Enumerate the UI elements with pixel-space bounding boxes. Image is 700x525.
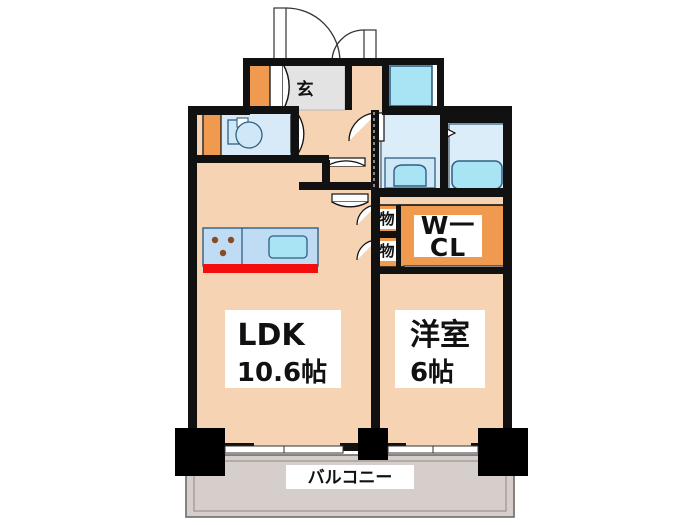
storage-upper-label-plate (374, 209, 400, 229)
bedroom-name-label: 洋室 (410, 318, 470, 353)
wall-corridor-stub (322, 160, 330, 188)
balcony-label-plate (286, 465, 414, 489)
ldk-door (326, 157, 366, 167)
washing-machine-space (389, 65, 433, 107)
storage-upper-label: 物 (379, 210, 394, 228)
wall-waterarea-bottom (371, 188, 504, 197)
toilet-storage-cabinet (202, 112, 222, 158)
wall-wcl-bottom (380, 267, 504, 274)
bedroom-label-plate (395, 310, 485, 388)
stove-burner-1 (211, 236, 219, 244)
balcony-area: バルコニー (185, 454, 515, 518)
wcl-label-line1: W一 (421, 211, 476, 240)
ldk-size-label: 10.6帖 (237, 358, 327, 388)
wall-toilet-top (196, 106, 298, 114)
genkan-tile (282, 63, 346, 111)
balcony-inner-outline (193, 460, 507, 512)
exterior-door-swings (273, 7, 377, 63)
room-labels: LDK 10.6帖 洋室 6帖 (225, 310, 485, 388)
bathroom-area (442, 123, 506, 193)
wall-washer-top (382, 58, 444, 65)
wall-washer-right (437, 62, 444, 114)
kitchen-counter (202, 227, 319, 273)
wall-bedroom-left (371, 197, 380, 451)
toilet-room (202, 112, 305, 158)
corridor-door-arc-left (285, 7, 341, 63)
wall-toilet-right (291, 106, 299, 163)
storage-lower-label-plate (374, 241, 400, 261)
wall-outer-left (188, 106, 197, 451)
wcl-label-plate (414, 215, 482, 257)
wall-washer-left (382, 62, 389, 110)
wcl-label-line2: CL (430, 233, 466, 262)
bedroom-size-label: 6帖 (410, 358, 454, 388)
hallway-door-panel (331, 193, 369, 203)
wall-bath-left (440, 114, 448, 192)
balcony-sliding-doors (224, 445, 479, 454)
ldk-label-plate (225, 310, 341, 388)
wall-outer-right (503, 106, 512, 451)
entrance-label: 玄 (297, 79, 314, 100)
wall-toilet-bottom (196, 155, 298, 163)
shoe-cabinet (248, 63, 272, 111)
wall-entrance-left (243, 58, 250, 115)
balcony-label: バルコニー (308, 468, 393, 488)
wall-entrance-top (243, 58, 389, 66)
wall-corridor-bottom (299, 182, 371, 190)
wall-genkan-partition (345, 58, 352, 110)
wall-corridor-top (299, 155, 329, 163)
column-bottom-right (478, 428, 528, 476)
structural-columns (175, 428, 528, 476)
column-bottom-left (175, 428, 225, 476)
column-bottom-mid (358, 428, 388, 460)
wall-bath-top (440, 114, 504, 123)
ldk-name-label: LDK (237, 318, 306, 353)
toilet-bowl (235, 121, 263, 149)
washbasin (393, 164, 427, 187)
hallway-door (331, 193, 369, 208)
genkan-area: 玄 (248, 63, 346, 111)
corridor-door-panel-left (273, 7, 287, 63)
stove-burner-3 (219, 249, 227, 257)
meter-door-arc-right (331, 29, 365, 63)
hallway-door-swing-arc (331, 201, 369, 208)
storage-lower-label: 物 (379, 242, 394, 260)
meter-door-panel-right (363, 29, 377, 63)
sink-basin (268, 235, 308, 259)
wall-storage-divider (377, 231, 399, 238)
entrance-door-panel (269, 63, 284, 111)
kitchen-front-edge (203, 264, 318, 273)
walk-in-closet: W一 CL (399, 204, 505, 272)
toilet-door-swing-arc (298, 115, 305, 153)
stove-burner-2 (227, 236, 235, 244)
bathtub (451, 160, 503, 190)
